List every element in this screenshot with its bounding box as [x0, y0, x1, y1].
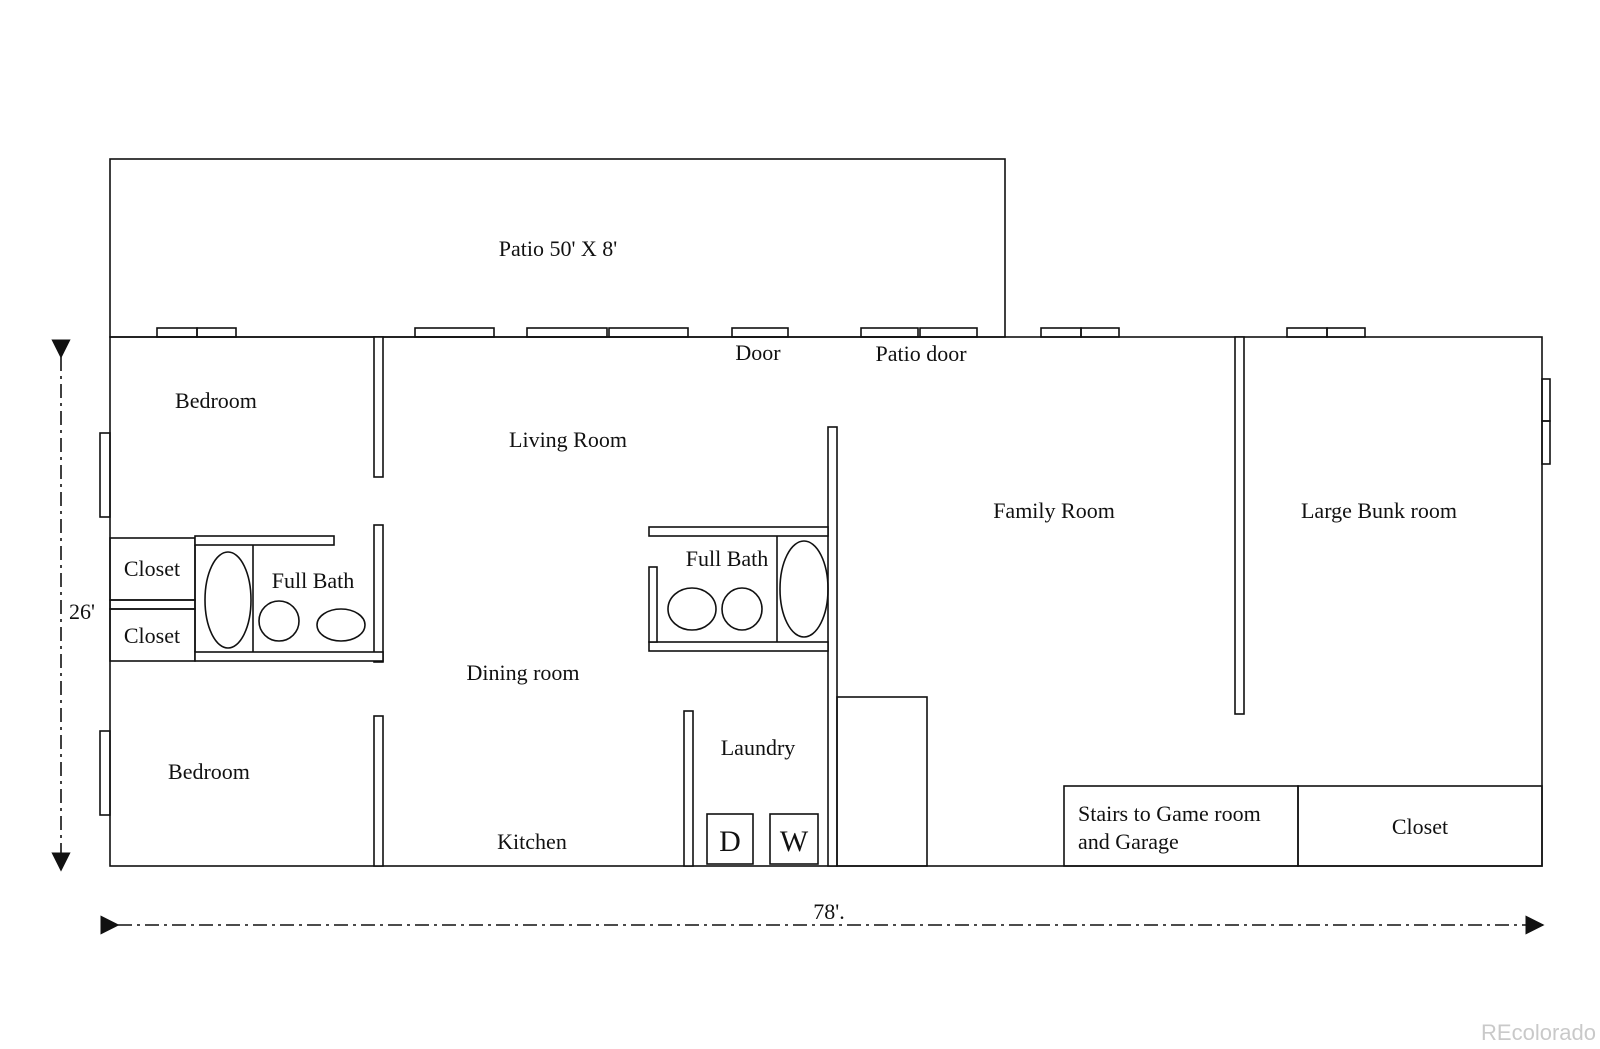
bedroom-top-label: Bedroom	[175, 388, 257, 413]
center-sink	[667, 587, 717, 631]
dryer-box	[706, 813, 754, 865]
closet-1-label: Closet	[124, 556, 180, 581]
stairs-label-line2: and Garage	[1078, 829, 1179, 854]
kitchen-label: Kitchen	[497, 829, 567, 854]
dining-room-label: Dining room	[466, 660, 579, 685]
center-toilet	[721, 587, 763, 631]
dryer-label: D	[719, 825, 741, 858]
interior-walls	[109, 336, 1543, 867]
full-bath-center-label: Full Bath	[686, 546, 769, 571]
family-room-label: Family Room	[993, 498, 1115, 523]
closet-2-label: Closet	[124, 623, 180, 648]
height-dimension-label: 26'	[69, 599, 95, 624]
top-windows	[156, 327, 1366, 338]
watermark: REcolorado	[1481, 1020, 1596, 1045]
living-room-label: Living Room	[509, 427, 627, 452]
washer-box	[769, 813, 819, 865]
side-windows	[99, 378, 1551, 816]
stairs-label-line1: Stairs to Game room	[1078, 801, 1261, 826]
left-toilet	[258, 600, 300, 642]
large-bunk-room-label: Large Bunk room	[1301, 498, 1457, 523]
bath-fixtures	[204, 540, 829, 649]
patio-label: Patio 50' X 8'	[499, 236, 618, 261]
closet-right-label: Closet	[1392, 814, 1448, 839]
laundry-label: Laundry	[721, 735, 796, 760]
left-sink	[316, 608, 366, 642]
patio-door-label: Patio door	[875, 341, 967, 366]
left-tub	[204, 551, 252, 649]
door-label: Door	[735, 340, 781, 365]
bedroom-bottom-label: Bedroom	[168, 759, 250, 784]
center-tub	[779, 540, 829, 638]
full-bath-left-label: Full Bath	[272, 568, 355, 593]
washer-label: W	[780, 825, 809, 858]
width-dimension-label: 78'.	[813, 899, 844, 924]
